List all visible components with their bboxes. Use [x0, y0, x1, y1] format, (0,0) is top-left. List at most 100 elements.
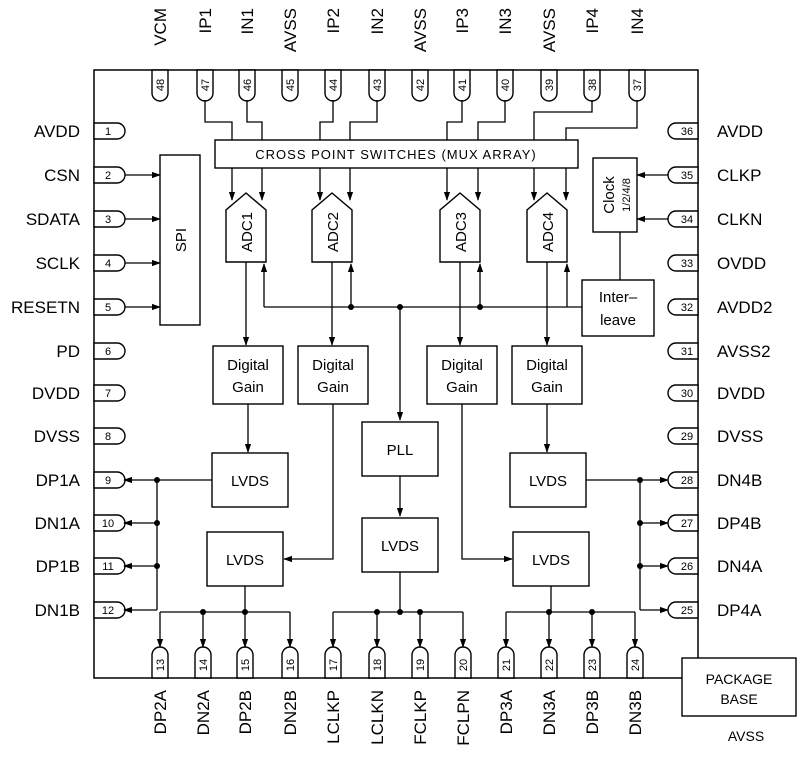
pin-12-num: 12 [102, 605, 114, 617]
pin-47: 47 IP1 [196, 8, 215, 102]
pin-39-num: 39 [544, 79, 556, 91]
pin-45: 45 AVSS [281, 8, 300, 102]
pin-7-label: DVDD [32, 384, 80, 403]
pin-38-num: 38 [587, 79, 599, 91]
pin-45-label: AVSS [281, 8, 300, 52]
pin-42-label: AVSS [411, 8, 430, 52]
pin-45-num: 45 [285, 79, 297, 91]
pin-41-label: IP3 [453, 8, 472, 34]
pin-41-num: 41 [457, 79, 469, 91]
pin-47-label: IP1 [196, 8, 215, 34]
digital-gain-2-line1: Digital [312, 357, 354, 374]
pin-15-label: DP2B [236, 690, 255, 734]
lvds-4: LVDS [509, 452, 587, 508]
pin-34-label: CLKN [717, 210, 762, 229]
pin-4-label: SCLK [36, 254, 81, 273]
pin-39-label: AVSS [540, 8, 559, 52]
pin-21-label: DP3A [497, 689, 516, 734]
pin-40-label: IN3 [496, 8, 515, 34]
adc1-block: ADC1 [225, 192, 267, 263]
adc4-label: ADC4 [540, 212, 557, 252]
pin-12: 12 DN1B [35, 601, 126, 620]
pll-label: PLL [387, 442, 414, 459]
pin-2-label: CSN [44, 166, 80, 185]
pin-35-num: 35 [681, 170, 693, 182]
pin-10-label: DN1A [35, 514, 81, 533]
pin-26-num: 26 [681, 561, 693, 573]
interleave-label-1: Inter– [599, 289, 638, 306]
interleave-block: Inter– leave [581, 279, 655, 337]
digital-gain-1-line1: Digital [227, 357, 269, 374]
pin-26-label: DN4A [717, 557, 763, 576]
pin-6-num: 6 [105, 346, 111, 358]
lvds-1-label: LVDS [231, 473, 269, 490]
pin-19-label: FCLKP [411, 690, 430, 745]
pin-22-label: DN3A [540, 689, 559, 735]
pin-14-num: 14 [198, 659, 210, 671]
chip-outline [93, 69, 699, 679]
pin-6-label: PD [56, 342, 80, 361]
digital-gain-2: Digital Gain [297, 345, 369, 405]
pin-27-num: 27 [681, 518, 693, 530]
digital-gain-3-line1: Digital [441, 357, 483, 374]
pin-41: 41 IP3 [453, 8, 472, 102]
gain-to-lvds-arrows [244, 404, 551, 563]
pin-6: 6 PD [56, 342, 126, 361]
pin-26: 26 DN4A [667, 557, 763, 576]
pin-36-label: AVDD [717, 122, 763, 141]
lvds-clk-output-bus [329, 572, 467, 648]
pin-16-num: 16 [285, 659, 297, 671]
pin-12-label: DN1B [35, 601, 80, 620]
adc3-block: ADC3 [439, 192, 481, 263]
digital-gain-4: Digital Gain [511, 345, 583, 405]
pin-20-num: 20 [458, 659, 470, 671]
lvds-4-output-bus [586, 476, 669, 614]
pin-33-num: 33 [681, 258, 693, 270]
pin-14-label: DN2A [194, 689, 213, 735]
adc-to-gain-arrows [242, 262, 551, 346]
pin-47-num: 47 [200, 79, 212, 91]
pin-11-label: DP1B [36, 557, 80, 576]
pin-48-num: 48 [155, 79, 167, 91]
input-routing [204, 100, 638, 140]
clock-bus [260, 263, 582, 421]
pin-24-num: 24 [630, 659, 642, 671]
interleave-label-2: leave [600, 312, 636, 329]
pin-31-label: AVSS2 [717, 342, 771, 361]
lvds-3-label: LVDS [532, 552, 570, 569]
spi-input-arrows [125, 171, 161, 311]
adc1-label: ADC1 [239, 212, 256, 252]
pin-40-num: 40 [500, 79, 512, 91]
pin-25-label: DP4A [717, 601, 762, 620]
pin-9-label: DP1A [36, 471, 81, 490]
pin-29-label: DVSS [717, 427, 763, 446]
pin-group: 48VCM47IP146IN145AVSS44IP243IN242AVSS41I… [11, 8, 772, 746]
pin-16-label: DN2B [281, 690, 300, 735]
pin-37-num: 37 [632, 79, 644, 91]
pin-43-label: IN2 [368, 8, 387, 34]
pin-30-label: DVDD [717, 384, 765, 403]
pin-2-num: 2 [105, 170, 111, 182]
lvds-clk: LVDS [361, 517, 439, 573]
